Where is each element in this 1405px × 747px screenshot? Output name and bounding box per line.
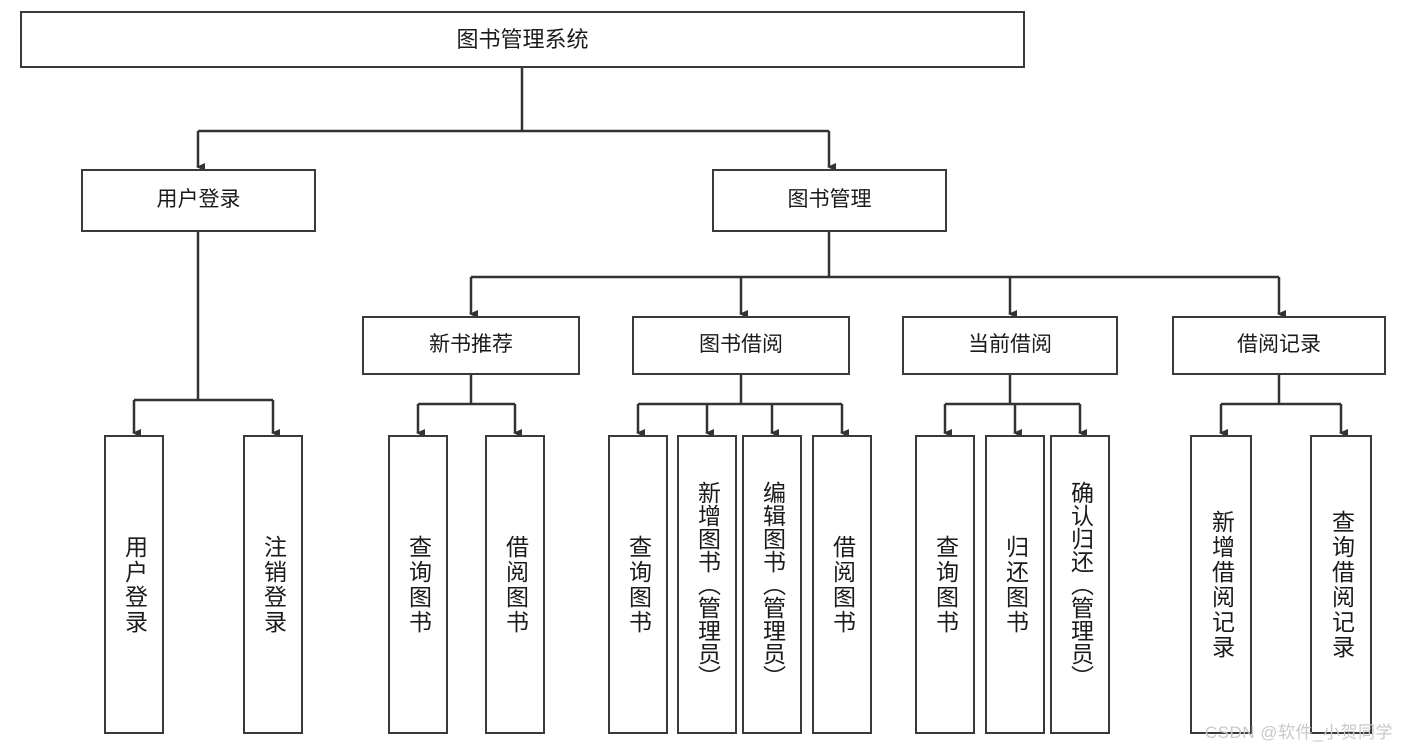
node-leaf-8[interactable]: 查询图书 <box>915 435 975 734</box>
node-label: 借阅图书 <box>502 534 529 635</box>
node-label: 查询图书 <box>932 534 959 635</box>
node-leaf-6[interactable]: 编辑图书（管理员） <box>742 435 802 734</box>
node-leaf-1[interactable]: 注销登录 <box>243 435 303 734</box>
node-leaf-2[interactable]: 查询图书 <box>388 435 448 734</box>
node-label: 新书推荐 <box>429 333 513 357</box>
node-label: 新增图书（管理员） <box>694 481 721 688</box>
node-leaf-3[interactable]: 借阅图书 <box>485 435 545 734</box>
node-label: 图书借阅 <box>699 333 783 357</box>
node-label: 借阅记录 <box>1237 333 1321 357</box>
node-leaf-0[interactable]: 用户登录 <box>104 435 164 734</box>
connector-lines <box>132 68 1348 437</box>
node-label: 用户登录 <box>156 188 241 212</box>
node-label: 借阅图书 <box>829 534 856 635</box>
node-level1-0[interactable]: 用户登录 <box>81 169 316 232</box>
node-level2-0[interactable]: 新书推荐 <box>362 316 580 375</box>
node-leaf-7[interactable]: 借阅图书 <box>812 435 872 734</box>
node-label: 注销登录 <box>260 534 287 635</box>
node-leaf-12[interactable]: 查询借阅记录 <box>1310 435 1372 734</box>
node-level1-1[interactable]: 图书管理 <box>712 169 947 232</box>
node-label: 确认归还（管理员） <box>1067 481 1094 688</box>
node-leaf-10[interactable]: 确认归还（管理员） <box>1050 435 1110 734</box>
node-root[interactable]: 图书管理系统 <box>20 11 1025 68</box>
node-level2-2[interactable]: 当前借阅 <box>902 316 1118 375</box>
node-label: 编辑图书（管理员） <box>759 481 786 688</box>
node-level2-1[interactable]: 图书借阅 <box>632 316 850 375</box>
node-label: 查询图书 <box>625 534 652 635</box>
node-label: 图书管理系统 <box>456 26 589 52</box>
node-label: 查询图书 <box>405 534 432 635</box>
node-label: 新增借阅记录 <box>1208 509 1235 660</box>
node-leaf-9[interactable]: 归还图书 <box>985 435 1045 734</box>
node-label: 查询借阅记录 <box>1328 509 1355 660</box>
node-level2-3[interactable]: 借阅记录 <box>1172 316 1386 375</box>
node-label: 图书管理 <box>787 188 872 212</box>
node-label: 用户登录 <box>121 534 148 635</box>
node-leaf-4[interactable]: 查询图书 <box>608 435 668 734</box>
node-label: 归还图书 <box>1002 534 1029 635</box>
node-leaf-5[interactable]: 新增图书（管理员） <box>677 435 737 734</box>
node-label: 当前借阅 <box>968 333 1052 357</box>
node-leaf-11[interactable]: 新增借阅记录 <box>1190 435 1252 734</box>
